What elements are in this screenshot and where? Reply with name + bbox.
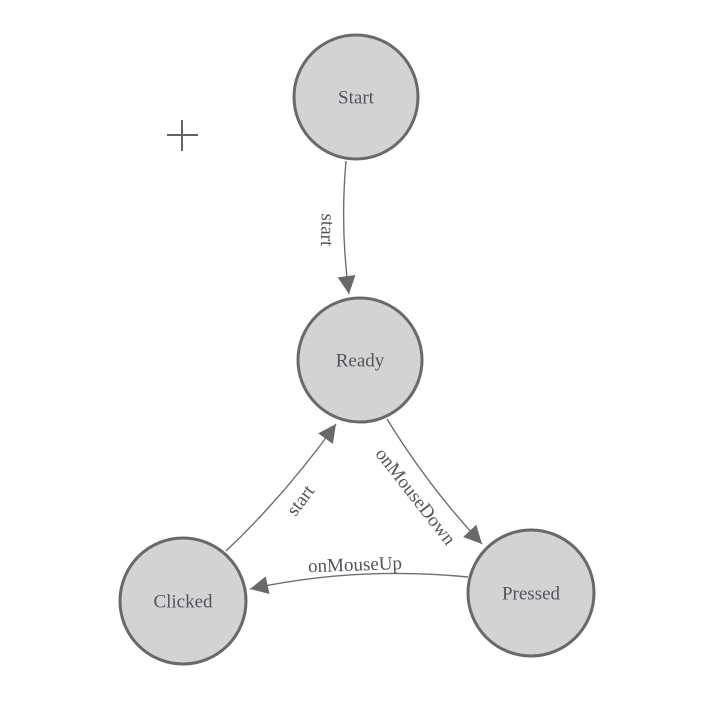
edge-label-pressed-to-clicked[interactable]: onMouseUp xyxy=(308,553,403,577)
edge-clicked-to-ready[interactable] xyxy=(225,423,337,552)
edge-label-ready-to-pressed[interactable]: onMouseDown xyxy=(371,444,460,550)
state-label-start: Start xyxy=(338,88,375,109)
state-node-start[interactable]: Start xyxy=(292,33,420,161)
state-node-pressed[interactable]: Pressed xyxy=(466,528,596,658)
state-node-clicked[interactable]: Clicked xyxy=(118,536,248,666)
state-label-ready: Ready xyxy=(336,351,385,372)
state-circle-start[interactable] xyxy=(292,33,420,161)
nodes-layer: Start Ready Clicked Pressed xyxy=(118,33,596,666)
edge-label-start-to-ready[interactable]: start xyxy=(316,213,338,247)
edge-start-to-ready[interactable] xyxy=(337,160,356,295)
state-circle-pressed[interactable] xyxy=(466,528,596,658)
state-circle-ready[interactable] xyxy=(296,296,424,424)
edge-ready-to-pressed[interactable] xyxy=(386,418,483,545)
edge-pressed-to-clicked[interactable] xyxy=(249,572,469,594)
crosshair-icon xyxy=(167,120,198,151)
edges-layer xyxy=(225,160,483,594)
state-node-ready[interactable]: Ready xyxy=(296,296,424,424)
edge-label-clicked-to-ready[interactable]: start xyxy=(283,481,320,520)
state-label-clicked: Clicked xyxy=(153,592,213,613)
state-label-pressed: Pressed xyxy=(502,584,561,605)
state-circle-clicked[interactable] xyxy=(118,536,248,666)
